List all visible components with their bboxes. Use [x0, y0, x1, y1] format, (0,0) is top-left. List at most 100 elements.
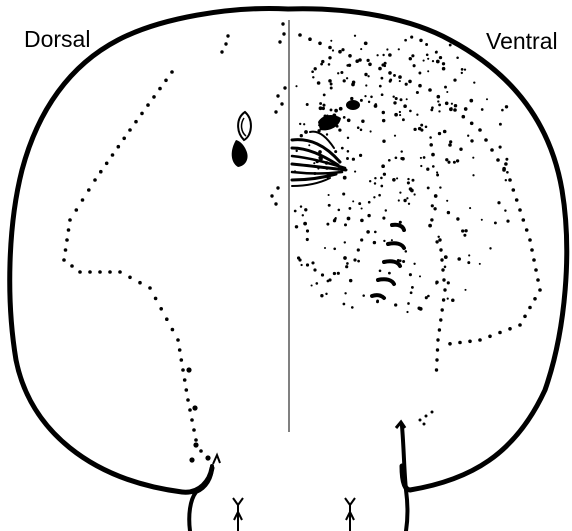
dorsal-dot: [68, 218, 72, 222]
ventral-stipple-dot: [348, 64, 351, 67]
ventral-stipple-dot: [295, 225, 298, 228]
ventral-stipple-dot: [376, 300, 379, 303]
ventral-stipple-dot: [328, 194, 330, 196]
ventral-stipple-dot: [444, 266, 447, 269]
ventral-stipple-dot: [333, 272, 336, 275]
ventral-stipple-dot: [349, 279, 352, 282]
ventral-stipple-dot: [367, 75, 369, 77]
ventral-stipple-dot: [320, 294, 323, 297]
ventral-stipple-dot: [346, 157, 349, 160]
ventral-stipple-dot: [394, 113, 398, 117]
dorsal-dot: [117, 145, 121, 149]
ventral-stipple-dot: [434, 194, 438, 198]
ventral-stipple-dot: [322, 104, 325, 107]
dorsal-dot: [188, 408, 192, 412]
dorsal-dot: [122, 137, 126, 141]
dorsal-dot: [152, 95, 156, 99]
ventral-inner-dot: [328, 278, 331, 281]
ventral-stipple-dot: [365, 84, 367, 86]
ventral-stipple-dot: [432, 165, 435, 168]
dorsal-dot: [194, 438, 198, 442]
ventral-stipple-dot: [368, 201, 371, 204]
ventral-stipple-dot: [360, 219, 364, 223]
ventral-stipple-dot: [472, 174, 474, 176]
ventral-pelvic-dot: [438, 238, 441, 241]
ventral-stipple-dot: [381, 93, 384, 96]
ventral-stipple-dot: [317, 81, 321, 85]
ventral-stipple-dot: [442, 62, 445, 65]
ventral-stipple-dot: [308, 144, 310, 146]
ventral-contour-dot: [348, 54, 352, 58]
ventral-stipple-dot: [381, 77, 384, 80]
ventral-stipple-dot: [399, 114, 401, 116]
ventral-stipple-dot: [373, 241, 376, 244]
ventral-stipple-dot: [444, 255, 448, 259]
ventral-contour-dot: [508, 178, 512, 182]
dorsal-dot: [180, 358, 184, 362]
ventral-stipple-dot: [406, 197, 408, 199]
ventral-stipple-dot: [362, 294, 365, 297]
ventral-stipple-dot: [394, 135, 396, 137]
ventral-contour-dot: [523, 315, 527, 319]
ventral-stipple-dot: [388, 53, 392, 57]
ventral-stipple-dot: [380, 177, 383, 180]
ventral-stipple-dot: [361, 207, 363, 209]
ventral-stipple-dot: [364, 41, 368, 45]
ventral-contour-dot: [358, 58, 362, 62]
ventral-contour-dot: [532, 258, 536, 262]
dorsal-dot: [134, 120, 138, 124]
ventral-stipple-dot: [419, 39, 422, 42]
dorsal-dot: [192, 428, 196, 432]
ventral-stipple-dot: [393, 74, 396, 77]
ventral-stipple-dot: [319, 102, 322, 105]
ventral-stipple-dot: [325, 293, 327, 295]
ventral-stipple-dot: [327, 177, 329, 179]
ventral-stipple-dot: [425, 125, 428, 128]
ventral-stipple-dot: [499, 123, 502, 126]
ventral-stipple-dot: [413, 193, 415, 195]
dorsal-dot: [164, 79, 168, 83]
ventral-stipple-dot: [358, 202, 361, 205]
dorsal-large-dot: [192, 405, 197, 410]
ventral-stipple-dot: [413, 64, 416, 67]
ventral-stipple-dot: [443, 130, 447, 134]
ventral-stipple-dot: [467, 261, 470, 264]
ventral-stipple-dot: [436, 174, 439, 177]
ventral-tail-dot: [425, 415, 428, 418]
ventral-stipple-dot: [315, 282, 318, 285]
ventral-contour-dot: [458, 341, 462, 345]
ventral-stipple-dot: [436, 60, 440, 64]
ventral-stipple-dot: [432, 60, 434, 62]
ventral-stipple-dot: [343, 176, 347, 180]
ventral-stipple-dot: [505, 179, 507, 181]
ventral-contour-dot: [533, 297, 537, 301]
dorsal-label: Dorsal: [24, 28, 90, 51]
ventral-pelvic-dot: [443, 288, 446, 291]
ventral-stipple-dot: [340, 71, 343, 74]
dorsal-dot: [185, 388, 189, 392]
dorsal-dot: [87, 188, 91, 192]
ventral-stipple-dot: [319, 106, 323, 110]
ventral-stipple-dot: [303, 123, 305, 125]
ventral-stipple-dot: [346, 262, 349, 265]
ventral-stipple-dot: [325, 161, 329, 165]
ventral-stipple-dot: [351, 306, 354, 309]
ventral-contour-dot: [468, 340, 472, 344]
ventral-stipple-dot: [464, 289, 466, 291]
ventral-stipple-dot: [323, 93, 326, 96]
ventral-label: Ventral: [486, 30, 558, 53]
ventral-stipple-dot: [341, 48, 344, 51]
ventral-inner-dot: [313, 268, 316, 271]
ventral-stipple-dot: [411, 286, 414, 289]
dorsal-dot: [108, 270, 112, 274]
ventral-stipple-dot: [412, 179, 415, 182]
ventral-stipple-dot: [369, 180, 371, 182]
ventral-stipple-dot: [400, 150, 402, 152]
ventral-stipple-dot: [413, 263, 415, 265]
ventral-stipple-dot: [436, 51, 438, 53]
ventral-stipple-dot: [334, 117, 336, 119]
ventral-stipple-dot: [379, 269, 382, 272]
ventral-stipple-dot: [334, 218, 337, 221]
ventral-stipple-dot: [459, 147, 462, 150]
ventral-stipple-dot: [419, 275, 421, 277]
